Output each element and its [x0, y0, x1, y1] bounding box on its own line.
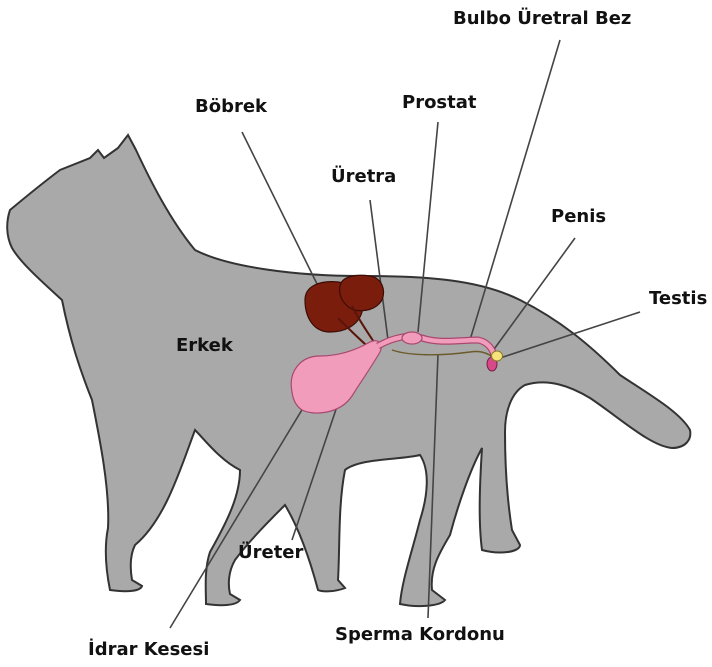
label-bulbo-uretral-bez: Bulbo Üretral Bez — [453, 10, 631, 28]
label-prostat: Prostat — [402, 94, 477, 112]
label-uretra: Üretra — [331, 168, 396, 186]
label-testis: Testis — [649, 290, 707, 308]
label-erkek: Erkek — [176, 337, 233, 355]
leader-line-bobrek — [242, 132, 320, 290]
kidney-right — [340, 275, 384, 310]
leader-line-bulbo — [470, 40, 560, 340]
label-ureter: Üreter — [238, 544, 303, 562]
label-bobrek: Böbrek — [195, 98, 267, 116]
label-penis: Penis — [551, 208, 606, 226]
testis-organ — [492, 351, 503, 361]
prostate-gland — [402, 332, 422, 344]
label-idrar-kesesi: İdrar Kesesi — [88, 641, 209, 659]
label-sperma-kordonu: Sperma Kordonu — [335, 626, 505, 644]
